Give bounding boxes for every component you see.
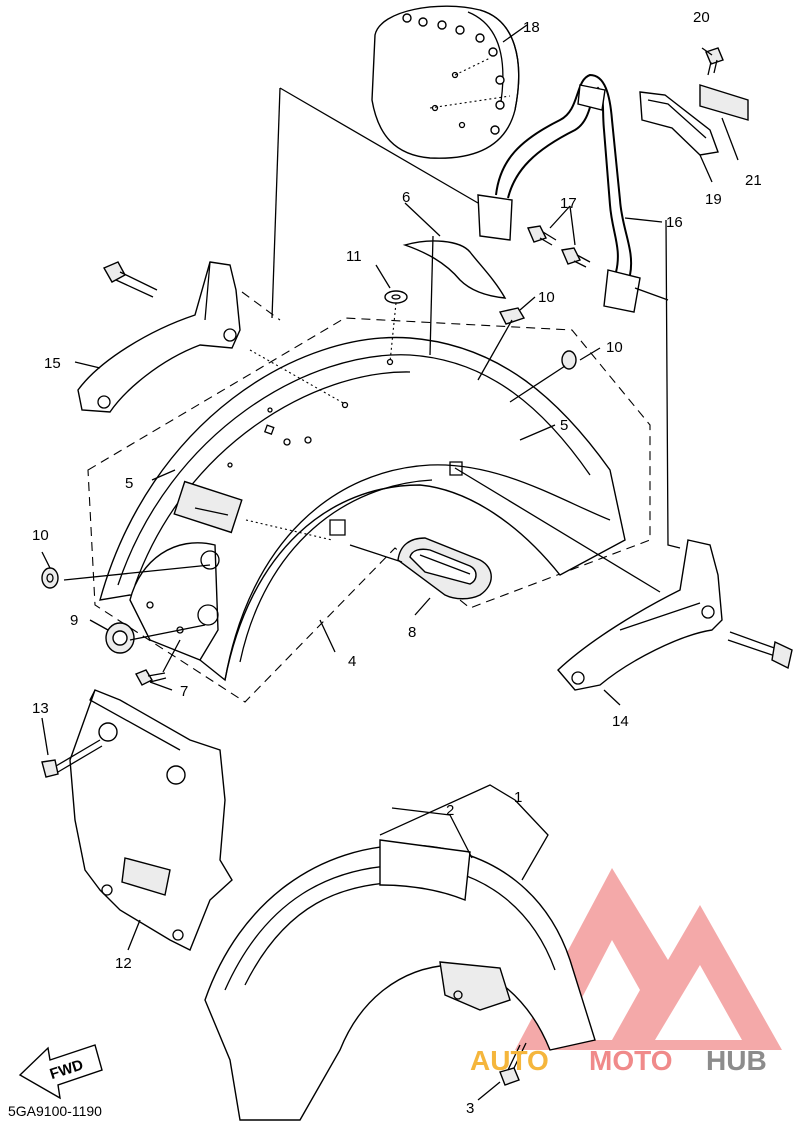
bolt-17-b (561, 247, 591, 268)
watermark-wordmark: AUTO MOTO HUB (470, 1045, 767, 1076)
diagram-code: 5GA9100-1190 (8, 1103, 102, 1119)
label-21: 21 (745, 172, 762, 189)
bolt-13 (41, 739, 103, 778)
label-10-right: 10 (606, 339, 623, 356)
label-14: 14 (612, 713, 629, 730)
rear-fender (99, 336, 626, 682)
washer (384, 290, 408, 304)
grommet-9 (105, 622, 135, 654)
fender-emblem (402, 240, 507, 299)
label-15: 15 (44, 355, 61, 372)
fender-mount-plate (129, 542, 220, 661)
watermark-hub: HUB (706, 1045, 767, 1076)
label-2: 2 (446, 802, 454, 819)
label-8: 8 (408, 624, 416, 641)
label-13: 13 (32, 700, 49, 717)
label-4: 4 (348, 653, 356, 670)
watermark-auto: AUTO (470, 1045, 549, 1076)
label-3: 3 (466, 1100, 474, 1117)
sissy-bar (477, 73, 641, 313)
label-5-right: 5 (560, 417, 568, 434)
bolt-7 (135, 669, 167, 686)
fwd-arrow-icon: FWD (18, 1044, 103, 1100)
pad-21 (699, 84, 749, 121)
front-fender (204, 839, 596, 1121)
bolt-15 (103, 261, 158, 298)
label-10-left: 10 (32, 527, 49, 544)
label-1: 1 (514, 789, 522, 806)
label-18: 18 (523, 19, 540, 36)
label-17: 17 (560, 195, 577, 212)
fender-label-plate (173, 480, 243, 534)
part-labels: 1 2 3 4 5 5 6 7 8 9 10 10 10 11 12 13 14… (32, 9, 762, 1117)
label-16: 16 (666, 214, 683, 231)
label-19: 19 (705, 191, 722, 208)
bracket-19 (639, 91, 719, 156)
leader-lines (41, 24, 739, 1101)
side-bracket-left (77, 261, 241, 413)
label-9: 9 (70, 612, 78, 629)
bolt-14 (727, 631, 793, 670)
label-5-left: 5 (125, 475, 133, 492)
bolt-17-a (527, 225, 557, 246)
grommet-10-right (561, 350, 577, 370)
tail-light-grommet (397, 537, 492, 600)
side-bracket-right (557, 539, 723, 691)
watermark-moto: MOTO (589, 1045, 672, 1076)
label-10-top: 10 (538, 289, 555, 306)
label-6: 6 (402, 189, 410, 206)
bolt-20 (705, 47, 724, 76)
label-11: 11 (346, 248, 362, 265)
grommet-10-top (498, 307, 526, 325)
grommet-10-left (41, 567, 59, 589)
bolt-3 (499, 1042, 527, 1086)
label-7: 7 (180, 683, 188, 700)
label-20: 20 (693, 9, 710, 26)
license-plate-bracket (69, 689, 233, 951)
backrest-pad (371, 5, 520, 159)
label-12: 12 (115, 955, 132, 972)
watermark-logo (515, 868, 782, 1050)
